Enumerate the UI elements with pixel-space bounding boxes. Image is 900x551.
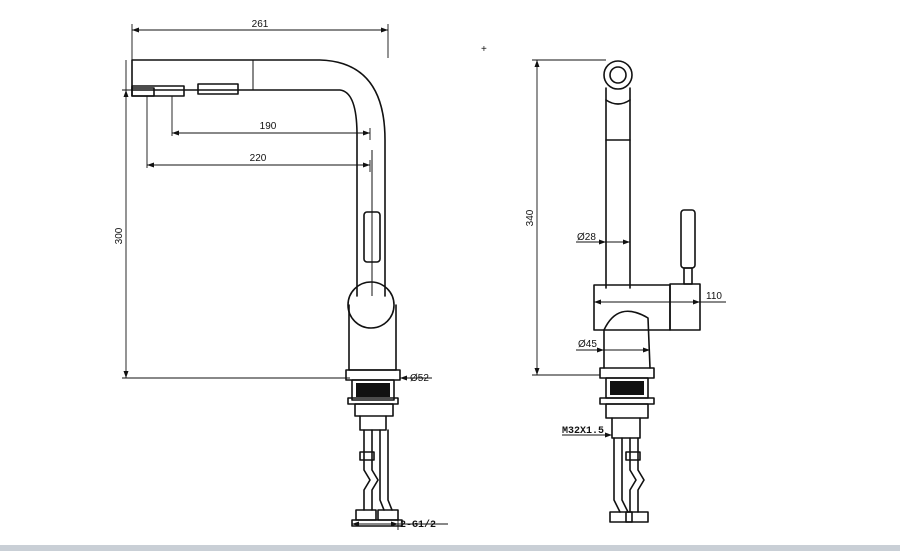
dim-hose-label: 2-G1/2: [400, 519, 436, 531]
side-view: 261 190 220 300 Ø52 2-G1/2: [114, 19, 448, 531]
side-nut: [354, 403, 394, 417]
side-base-collar: [351, 379, 395, 401]
front-nut: [605, 403, 649, 419]
side-body: [348, 304, 397, 371]
side-base-ring: [345, 369, 401, 381]
front-washer: [599, 397, 655, 405]
front-handle-lever: [680, 209, 696, 269]
front-base-ring: [599, 367, 655, 379]
side-hose-left: [363, 429, 379, 511]
front-handle-base: [669, 283, 701, 331]
dim-height-label: 300: [114, 227, 125, 244]
front-thread-hatch: [610, 381, 644, 395]
dim-spout-dia-label: Ø28: [577, 232, 596, 243]
dim-width-label: 261: [252, 19, 269, 30]
side-button: [197, 83, 239, 95]
front-spout-top: [603, 60, 633, 90]
side-shank: [359, 415, 387, 431]
dim-220-label: 220: [250, 153, 267, 164]
side-hose-slot: [363, 211, 381, 263]
dim-height-line: [122, 60, 350, 379]
stray-mark: +: [481, 44, 487, 55]
side-connector-right: [377, 509, 399, 521]
dim-front-base-dia-label: Ø45: [578, 339, 597, 350]
front-body: [593, 284, 671, 331]
front-view: 340 Ø28 110 Ø45 M32X1.5: [525, 59, 726, 523]
front-handle-stem: [683, 267, 693, 285]
side-connector-left: [355, 509, 377, 521]
front-spout-detail: [605, 99, 631, 141]
front-spout-top-inner: [609, 66, 627, 84]
dim-220-line: [146, 96, 371, 172]
side-handle-knob: [347, 281, 395, 329]
side-washer: [347, 397, 399, 405]
side-nozzle: [131, 87, 155, 97]
front-hose-clamp: [625, 451, 641, 461]
dim-base-dia-label: Ø52: [410, 373, 429, 384]
dim-shank-label: M32X1.5: [562, 426, 604, 437]
front-body-curve: [603, 310, 651, 369]
dim-110-label: 110: [706, 291, 722, 302]
front-shank: [611, 417, 641, 439]
front-spout-tube: [605, 87, 631, 289]
bottom-scrollbar[interactable]: [0, 545, 900, 551]
side-spout-inner-line: [252, 60, 373, 296]
dim-190-line: [171, 96, 371, 140]
dim-190-label: 190: [260, 121, 277, 132]
front-hoses: [613, 437, 645, 513]
dim-hose-line: [352, 519, 448, 530]
dim-front-height-label: 340: [525, 209, 536, 226]
front-connector-right: [625, 511, 649, 523]
dim-front-height-line: [532, 59, 606, 376]
side-hose-clamp: [359, 451, 375, 461]
front-connector-left: [609, 511, 633, 523]
side-hose-right: [379, 429, 393, 511]
side-thread-hatch: [356, 383, 390, 397]
